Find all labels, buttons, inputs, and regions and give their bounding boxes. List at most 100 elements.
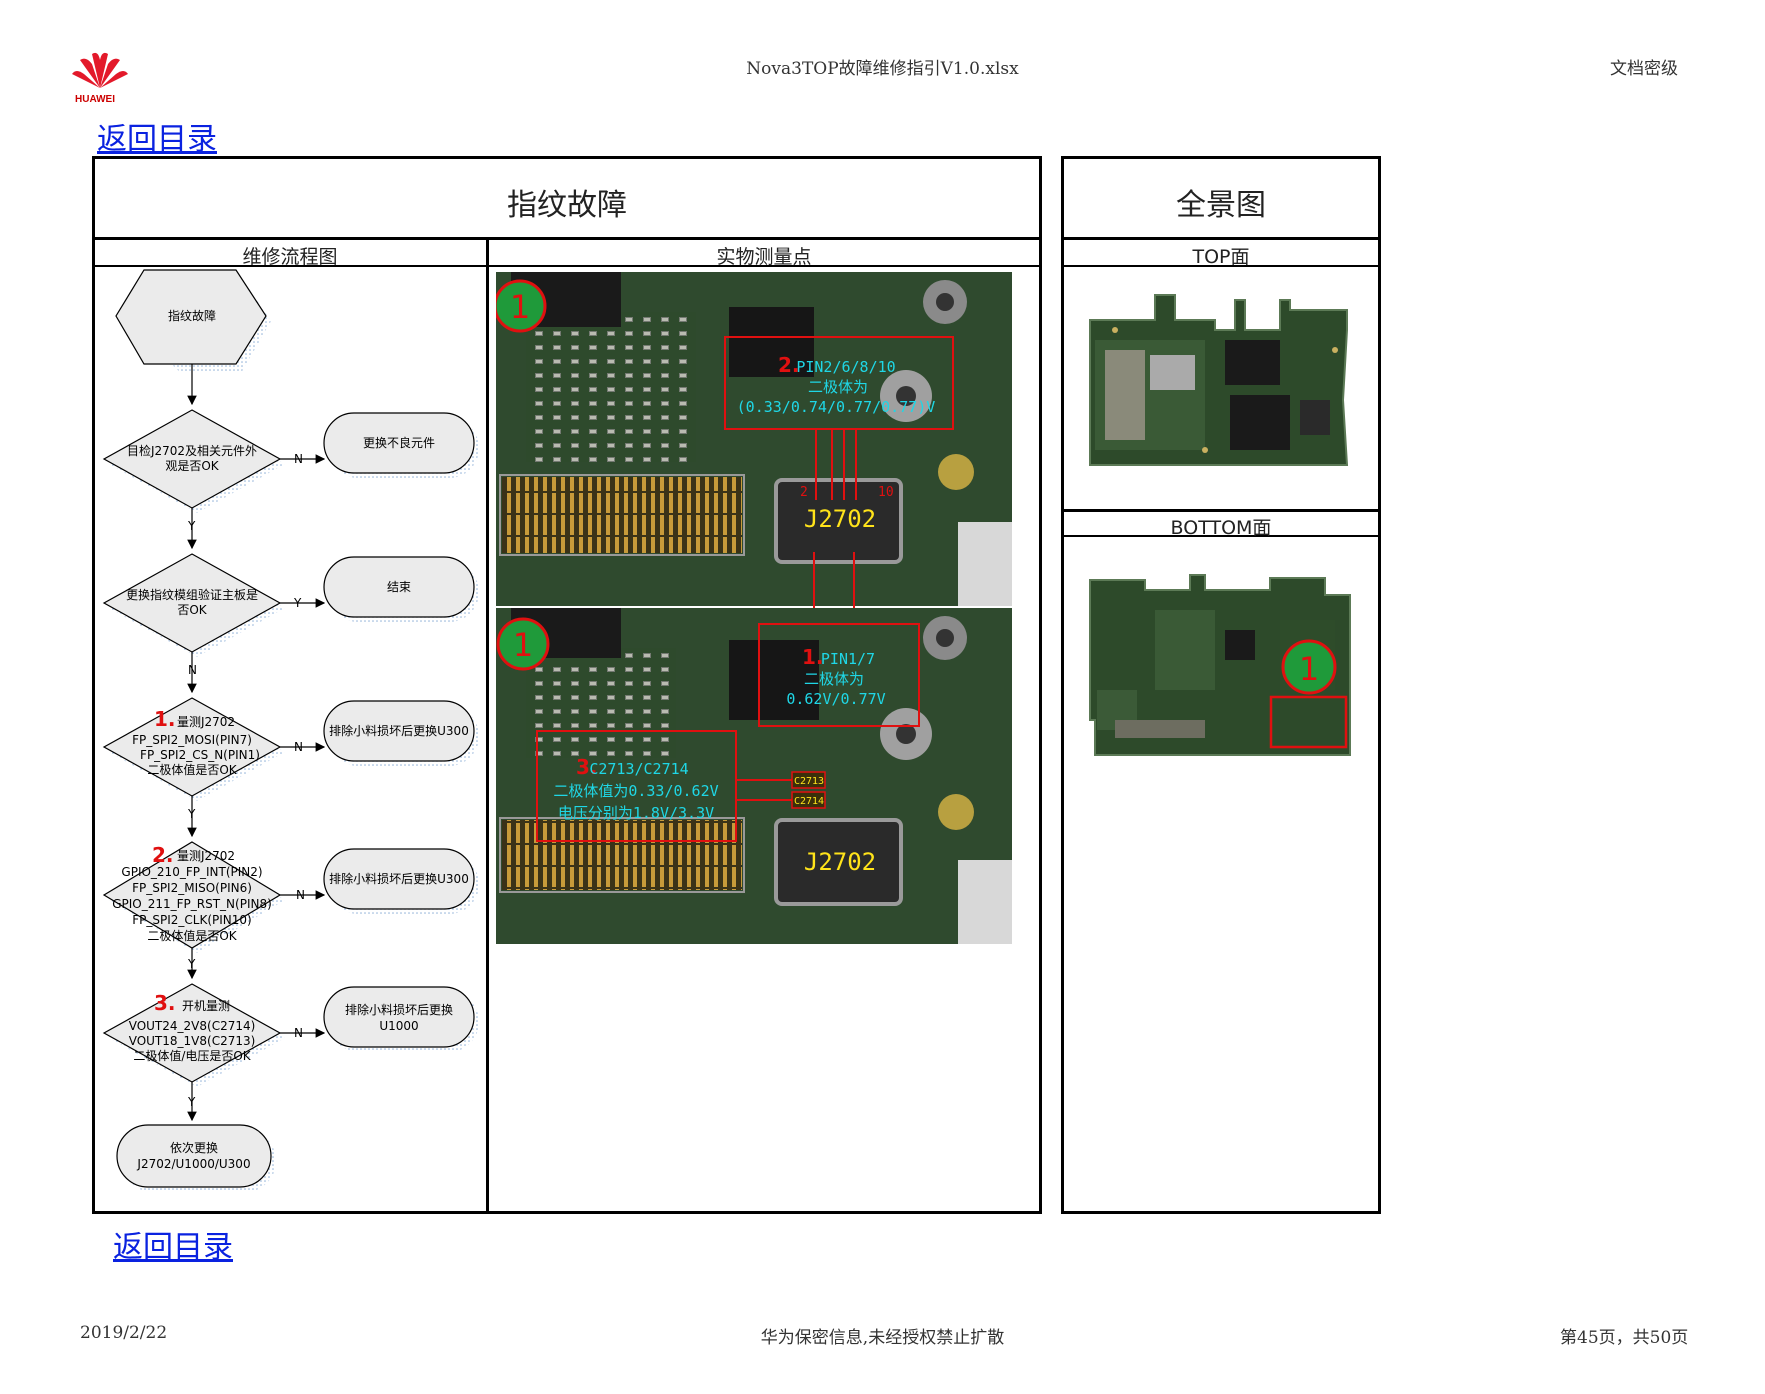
doc-classification: 文档密级 bbox=[1610, 59, 1678, 79]
svg-text:C2713: C2713 bbox=[794, 776, 824, 787]
svg-text:Y: Y bbox=[187, 1095, 196, 1109]
svg-text:开机量测: 开机量测 bbox=[182, 999, 230, 1013]
board-top-view bbox=[1089, 294, 1349, 466]
svg-text:二极体为: 二极体为 bbox=[804, 670, 864, 688]
note-1-box bbox=[758, 623, 920, 727]
svg-text:1: 1 bbox=[1299, 650, 1319, 688]
svg-text:3.: 3. bbox=[576, 755, 598, 779]
footer-confidential: 华为保密信息,未经授权禁止扩散 bbox=[760, 1328, 1005, 1348]
svg-text:否OK: 否OK bbox=[177, 603, 207, 617]
svg-text:FP_SPI2_MOSI(PIN7): FP_SPI2_MOSI(PIN7) bbox=[132, 733, 252, 747]
flow-question-3: 1. 量测J2702 FP_SPI2_MOSI(PIN7) FP_SPI2_CS… bbox=[102, 697, 285, 801]
flow-question-4: 2. 量测J2702 GPIO_210_FP_INT(PIN2) FP_SPI2… bbox=[102, 841, 285, 953]
svg-text:FP_SPI2_CS_N(PIN1): FP_SPI2_CS_N(PIN1) bbox=[140, 748, 260, 762]
svg-text:排除小料损坏后更换U300: 排除小料损坏后更换U300 bbox=[329, 871, 469, 886]
footer-date: 2019/2/22 bbox=[80, 1323, 168, 1343]
svg-text:二极体值是否OK: 二极体值是否OK bbox=[147, 928, 237, 943]
svg-text:量测J2702: 量测J2702 bbox=[177, 849, 235, 863]
flow-action-replace-u1000: 排除小料损坏后更换 U1000 bbox=[323, 986, 479, 1052]
svg-text:N: N bbox=[294, 452, 303, 466]
marker-1-bottom: 1 bbox=[496, 617, 550, 671]
logo-text: HUAWEI bbox=[75, 94, 115, 105]
svg-text:J2702/U1000/U300: J2702/U1000/U300 bbox=[136, 1157, 250, 1171]
flow-action-replace-parts: 更换不良元件 bbox=[323, 412, 479, 478]
svg-text:N: N bbox=[296, 888, 305, 902]
svg-text:FP_SPI2_MISO(PIN6): FP_SPI2_MISO(PIN6) bbox=[132, 881, 252, 895]
svg-text:量测J2702: 量测J2702 bbox=[177, 715, 235, 729]
board-bottom-view: 1 bbox=[1089, 574, 1351, 756]
flow-chart-header: 维修流程图 bbox=[242, 246, 338, 268]
svg-text:电压分别为1.8V/3.3V: 电压分别为1.8V/3.3V bbox=[558, 804, 714, 822]
connector-label-top: J2702 bbox=[804, 505, 876, 533]
repair-flow-chart: 指纹故障 目检J2702及相关元件外 观是否OK N 更换不良元件 Y 更换指纹… bbox=[102, 269, 479, 1192]
flow-end-node: 依次更换 J2702/U1000/U300 bbox=[116, 1124, 276, 1192]
photo-top bbox=[496, 272, 1012, 606]
svg-text:VOUT24_2V8(C2714): VOUT24_2V8(C2714) bbox=[129, 1019, 256, 1033]
svg-text:依次更换: 依次更换 bbox=[170, 1140, 218, 1155]
back-to-index-link[interactable]: 返回目录 bbox=[97, 122, 217, 157]
svg-text:更换不良元件: 更换不良元件 bbox=[363, 435, 435, 450]
flow-question-1: 目检J2702及相关元件外 观是否OK bbox=[102, 409, 285, 513]
svg-text:PIN2/6/8/10: PIN2/6/8/10 bbox=[796, 358, 895, 376]
bottom-side-label: BOTTOM面 bbox=[1170, 517, 1272, 539]
back-to-index-link-bottom[interactable]: 返回目录 bbox=[113, 1230, 233, 1265]
svg-text:(0.33/0.74/0.77/0.77)V: (0.33/0.74/0.77/0.77)V bbox=[737, 398, 936, 416]
svg-text:2.: 2. bbox=[778, 353, 800, 377]
svg-text:N: N bbox=[294, 1026, 303, 1040]
svg-text:N: N bbox=[294, 740, 303, 754]
note-2-box bbox=[724, 336, 954, 430]
svg-text:2: 2 bbox=[800, 485, 808, 500]
svg-text:VOUT18_1V8(C2713): VOUT18_1V8(C2713) bbox=[129, 1034, 256, 1048]
measure-points-header: 实物测量点 bbox=[716, 246, 812, 268]
measure-point-photos: 1 2. PIN2/6/8/10 二极体为 (0.33/0.74/0.77/0.… bbox=[496, 272, 1012, 944]
huawei-logo: HUAWEI bbox=[70, 48, 130, 105]
svg-text:二极体值是否OK: 二极体值是否OK bbox=[147, 762, 237, 777]
huawei-logo-icon bbox=[72, 52, 128, 88]
photo-bottom bbox=[496, 608, 1012, 944]
svg-text:1.: 1. bbox=[154, 707, 176, 731]
marker-1-top: 1 bbox=[496, 279, 547, 333]
flow-start-label: 指纹故障 bbox=[168, 308, 216, 323]
svg-text:二极体为: 二极体为 bbox=[808, 378, 868, 396]
file-title: Nova3TOP故障维修指引V1.0.xlsx bbox=[746, 59, 1019, 79]
connector-label-bottom: J2702 bbox=[804, 848, 876, 876]
flow-start-node: 指纹故障 bbox=[115, 269, 271, 373]
svg-text:Y: Y bbox=[187, 807, 196, 821]
svg-text:Y: Y bbox=[293, 596, 302, 610]
svg-text:更换指纹模组验证主板是: 更换指纹模组验证主板是 bbox=[126, 587, 258, 602]
svg-text:1.: 1. bbox=[802, 645, 824, 669]
svg-text:二极体值/电压是否OK: 二极体值/电压是否OK bbox=[133, 1048, 251, 1063]
svg-text:GPIO_211_FP_RST_N(PIN8): GPIO_211_FP_RST_N(PIN8) bbox=[112, 897, 272, 911]
svg-text:C2713/C2714: C2713/C2714 bbox=[589, 760, 688, 778]
overview-title: 全景图 bbox=[1176, 188, 1266, 223]
svg-text:PIN1/7: PIN1/7 bbox=[821, 650, 875, 668]
note-3-box bbox=[536, 730, 737, 842]
svg-text:目检J2702及相关元件外: 目检J2702及相关元件外 bbox=[127, 443, 257, 458]
svg-text:C2714: C2714 bbox=[794, 796, 824, 807]
svg-text:排除小料损坏后更换U300: 排除小料损坏后更换U300 bbox=[329, 723, 469, 738]
svg-text:U1000: U1000 bbox=[379, 1019, 418, 1033]
svg-text:2.: 2. bbox=[152, 843, 174, 867]
footer-page-number: 第45页，共50页 bbox=[1560, 1328, 1689, 1348]
flow-question-5: 3. 开机量测 VOUT24_2V8(C2714) VOUT18_1V8(C27… bbox=[102, 983, 285, 1087]
flow-action-replace-u300-a: 排除小料损坏后更换U300 bbox=[323, 700, 479, 766]
svg-text:观是否OK: 观是否OK bbox=[165, 459, 219, 473]
flow-action-end: 结束 bbox=[323, 556, 479, 622]
svg-text:10: 10 bbox=[878, 485, 894, 500]
svg-text:排除小料损坏后更换: 排除小料损坏后更换 bbox=[345, 1002, 453, 1017]
svg-text:结束: 结束 bbox=[387, 580, 411, 594]
svg-text:3.: 3. bbox=[154, 991, 176, 1015]
svg-text:GPIO_210_FP_INT(PIN2): GPIO_210_FP_INT(PIN2) bbox=[121, 865, 262, 879]
svg-text:FP_SPI2_CLK(PIN10): FP_SPI2_CLK(PIN10) bbox=[132, 913, 251, 927]
svg-text:Y: Y bbox=[187, 957, 196, 971]
top-side-label: TOP面 bbox=[1192, 246, 1250, 268]
svg-text:二极体值为0.33/0.62V: 二极体值为0.33/0.62V bbox=[553, 782, 718, 800]
svg-text:0.62V/0.77V: 0.62V/0.77V bbox=[786, 690, 885, 708]
svg-text:1: 1 bbox=[513, 626, 533, 664]
svg-text:Y: Y bbox=[187, 519, 196, 533]
target-area-box bbox=[1269, 695, 1348, 749]
flow-question-2: 更换指纹模组验证主板是 否OK bbox=[102, 553, 285, 657]
page-title: 指纹故障 bbox=[507, 188, 627, 223]
svg-text:1: 1 bbox=[510, 288, 530, 326]
svg-text:N: N bbox=[188, 663, 197, 677]
